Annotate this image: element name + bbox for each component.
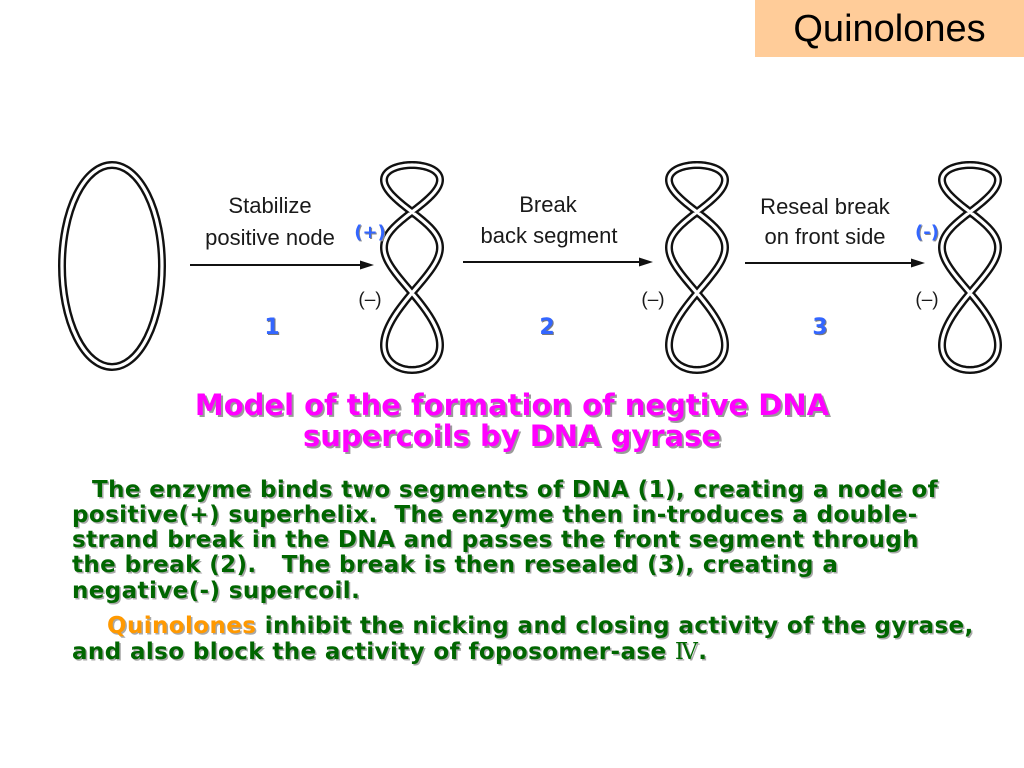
broken-back-segment-dna: [665, 161, 729, 374]
paragraph1-line2: positive(+) superhelix. The enzyme then …: [72, 502, 918, 528]
supercoil-3-marked-negative-sign: (-): [915, 222, 939, 243]
diagram-caption-line2: supercoils by DNA gyrase: [302, 419, 722, 453]
step-3-number: 3: [812, 315, 828, 340]
relaxed-circular-dna: [58, 161, 166, 371]
step-2-label-line2: back segment: [480, 223, 618, 248]
quinolones-highlight: Quinolones: [107, 613, 257, 639]
step-2-label-line1: Break: [519, 192, 577, 217]
step-1-arrow: [190, 260, 374, 270]
positive-supercoil-dna: [380, 161, 444, 374]
supercoil-2-negative-sign: (–): [641, 289, 665, 311]
negative-supercoil-dna: [938, 161, 1002, 374]
topic-title: Quinolones: [793, 7, 986, 50]
step-2-number: 2: [539, 315, 555, 340]
paragraph1-line3: strand break in the DNA and passes the f…: [72, 527, 919, 553]
dna-strand-core: [940, 163, 1000, 372]
paragraph1-line5: negative(-) supercoil.: [72, 578, 361, 604]
step-2-arrow: [463, 257, 653, 267]
diagram-caption-line1: Model of the formation of negtive DNA: [194, 388, 830, 422]
supercoil-1-positive-sign: (+): [354, 222, 386, 243]
arrow-head: [911, 258, 925, 268]
topoisomerase-numeral: Ⅳ: [674, 639, 699, 665]
paragraph2-line2: and also block the activity of foposomer…: [72, 640, 707, 665]
step-3-arrow: [745, 258, 925, 268]
step-1-label-line1: Stabilize: [228, 193, 312, 218]
paragraph2-line1-text: inhibit the nicking and closing activity…: [264, 613, 974, 639]
paragraph2-line2-end: .: [698, 639, 708, 665]
supercoil-3-negative-sign: (–): [915, 289, 939, 311]
paragraph2-line1: Quinolones inhibit the nicking and closi…: [107, 614, 974, 639]
step-1-number: 1: [264, 315, 280, 340]
dna-strand-core: [382, 163, 442, 372]
paragraph2-line2-text: and also block the activity of foposomer…: [72, 639, 667, 665]
paragraph1-line4: the break (2). The break is then reseale…: [72, 552, 839, 578]
arrow-head: [360, 260, 374, 270]
step-3-label-line1: Reseal break: [760, 194, 890, 219]
arrow-head: [639, 257, 653, 267]
step-3-label-line2: on front side: [764, 224, 886, 249]
dna-strand-core: [60, 163, 164, 369]
topic-title-box: Quinolones: [755, 0, 1024, 57]
dna-strand-core: [667, 163, 727, 372]
step-1-label-line2: positive node: [205, 225, 335, 250]
supercoil-1-negative-sign: (–): [358, 289, 382, 311]
paragraph1-line1: The enzyme binds two segments of DNA (1)…: [92, 477, 939, 503]
